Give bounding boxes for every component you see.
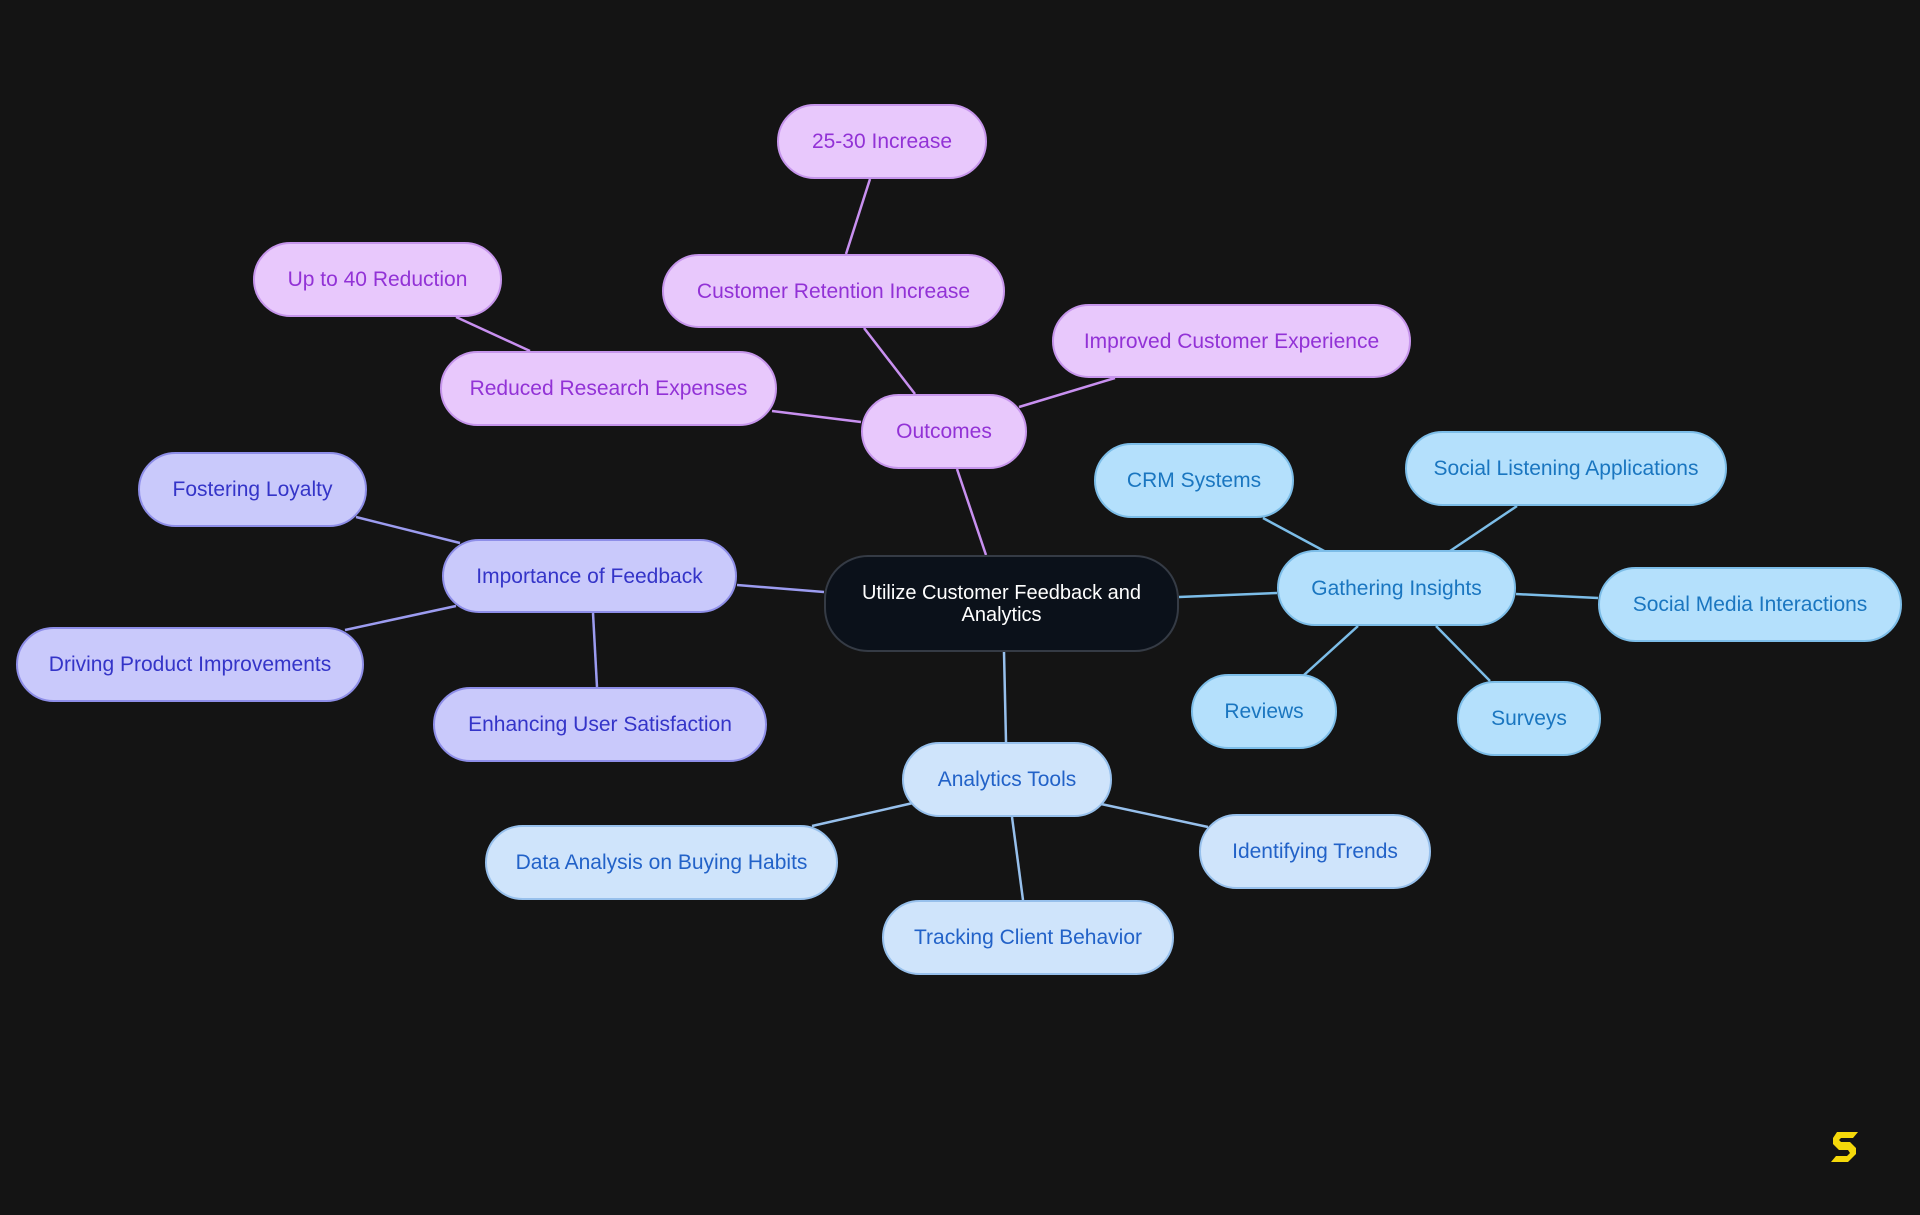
social-listening-label: Social Listening Applications xyxy=(1433,457,1699,480)
gathering-edges xyxy=(1178,504,1599,682)
edge-importance-driving xyxy=(344,604,457,632)
analytics-edges xyxy=(811,651,1209,901)
node-importance-of-feedback[interactable]: Importance of Feedback xyxy=(442,539,737,613)
increase-25-30-label: 25-30 Increase xyxy=(811,130,953,153)
reduced-research-label: Reduced Research Expenses xyxy=(469,377,748,400)
node-tracking-client-behavior[interactable]: Tracking Client Behavior xyxy=(882,900,1174,975)
node-data-analysis-buying-habits[interactable]: Data Analysis on Buying Habits xyxy=(485,825,838,900)
node-social-media-interactions[interactable]: Social Media Interactions xyxy=(1598,567,1902,642)
edge-root-analytics xyxy=(1002,651,1008,743)
up-to-40-label: Up to 40 Reduction xyxy=(287,268,468,291)
identifying-trends-label: Identifying Trends xyxy=(1232,840,1398,863)
analytics-label: Analytics Tools xyxy=(937,768,1077,791)
edge-analytics-tracking xyxy=(1010,816,1025,901)
root-node[interactable]: Utilize Customer Feedback and Analytics xyxy=(824,555,1179,652)
brand-logo-icon xyxy=(1831,1132,1858,1162)
improved-experience-label: Improved Customer Experience xyxy=(1083,329,1380,353)
node-analytics-tools[interactable]: Analytics Tools xyxy=(902,742,1112,817)
root-label: Utilize Customer Feedback and Analytics xyxy=(861,581,1141,626)
importance-edges xyxy=(344,515,825,688)
edge-outcomes-experience xyxy=(1018,376,1116,409)
node-reduced-research-expenses[interactable]: Reduced Research Expenses xyxy=(440,351,777,426)
fostering-loyalty-label: Fostering Loyalty xyxy=(172,478,333,501)
data-analysis-label: Data Analysis on Buying Habits xyxy=(515,851,808,874)
node-25-30-increase[interactable]: 25-30 Increase xyxy=(777,104,987,179)
node-outcomes[interactable]: Outcomes xyxy=(861,394,1027,469)
node-crm-systems[interactable]: CRM Systems xyxy=(1094,443,1294,518)
node-fostering-loyalty[interactable]: Fostering Loyalty xyxy=(138,452,367,527)
node-up-to-40-reduction[interactable]: Up to 40 Reduction xyxy=(253,242,502,317)
importance-label: Importance of Feedback xyxy=(476,564,703,588)
edge-outcomes-research xyxy=(771,409,862,424)
node-gathering-insights[interactable]: Gathering Insights xyxy=(1277,550,1516,626)
edge-root-gathering xyxy=(1178,591,1278,599)
edge-root-outcomes xyxy=(955,468,988,556)
node-driving-product-improvements[interactable]: Driving Product Improvements xyxy=(16,627,364,702)
edge-importance-loyalty xyxy=(355,515,461,545)
edge-gathering-surveys xyxy=(1435,625,1491,682)
node-customer-retention-increase[interactable]: Customer Retention Increase xyxy=(662,254,1005,328)
node-reviews[interactable]: Reviews xyxy=(1191,674,1337,749)
edge-analytics-data xyxy=(811,801,914,828)
edge-analytics-trends xyxy=(1100,802,1209,829)
node-identifying-trends[interactable]: Identifying Trends xyxy=(1199,814,1431,889)
customer-retention-label: Customer Retention Increase xyxy=(696,279,971,303)
edge-importance-enhancing xyxy=(591,612,599,688)
driving-improvements-label: Driving Product Improvements xyxy=(48,653,332,676)
edge-root-importance xyxy=(736,583,825,594)
edge-gathering-listening xyxy=(1449,504,1518,553)
edge-gathering-crm xyxy=(1262,516,1327,554)
edge-outcomes-retention xyxy=(863,327,916,395)
outcomes-edges xyxy=(455,178,1116,556)
edge-gathering-reviews xyxy=(1303,625,1359,676)
surveys-label: Surveys xyxy=(1491,707,1567,730)
social-media-label: Social Media Interactions xyxy=(1632,593,1868,616)
node-enhancing-user-satisfaction[interactable]: Enhancing User Satisfaction xyxy=(433,687,767,762)
node-surveys[interactable]: Surveys xyxy=(1457,681,1601,756)
edge-gathering-media xyxy=(1515,592,1599,600)
crm-label: CRM Systems xyxy=(1126,469,1262,492)
enhancing-satisfaction-label: Enhancing User Satisfaction xyxy=(468,713,732,736)
gathering-label: Gathering Insights xyxy=(1311,576,1482,600)
node-social-listening-applications[interactable]: Social Listening Applications xyxy=(1405,431,1727,506)
edge-retention-25-30 xyxy=(844,178,872,255)
reviews-label: Reviews xyxy=(1224,700,1304,723)
outcomes-label: Outcomes xyxy=(896,420,992,443)
edge-research-up40 xyxy=(455,315,531,353)
node-improved-customer-experience[interactable]: Improved Customer Experience xyxy=(1052,304,1411,378)
tracking-behavior-label: Tracking Client Behavior xyxy=(914,926,1142,949)
